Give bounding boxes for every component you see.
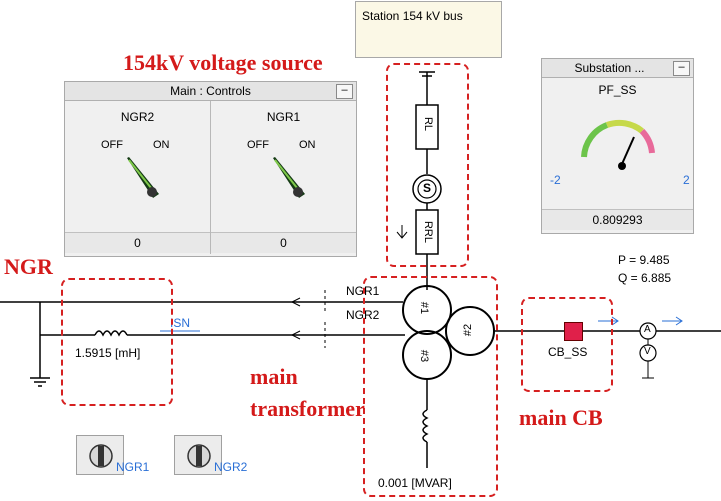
main-cb-annotation: main CB (519, 405, 603, 430)
line-ngr2-label: NGR2 (346, 308, 380, 322)
meter-scale-max: 2 (683, 173, 690, 187)
transformer-annotation-line2: transformer (250, 396, 365, 421)
switch-ngr2-on-label: ON (153, 139, 170, 151)
transformer-box (363, 276, 498, 497)
transformer-annotation-line1: main (250, 364, 298, 389)
switch-ngr1-title: NGR1 (266, 110, 301, 124)
ngr2-switch-button[interactable] (174, 435, 222, 475)
switch-ngr1-knob-icon[interactable] (261, 154, 311, 204)
controls-panel-title: Main : Controls (65, 82, 356, 101)
main-cb-box (521, 297, 613, 392)
ngr2-switch-label: NGR2 (214, 460, 248, 474)
meter-name: PF_SS (598, 83, 637, 97)
ammeter-label: A (644, 324, 651, 335)
switch-ngr1-value: 0 (211, 232, 356, 253)
switch-ngr2-title: NGR2 (120, 110, 155, 124)
isn-label: ISN (170, 316, 191, 330)
meter-panel: Substation ... – PF_SS -2 2 0.809293 (541, 58, 694, 234)
power-p-readout: P = 9.485 (618, 253, 670, 267)
switch-knob-icon (187, 444, 211, 468)
ngr1-switch-button[interactable] (76, 435, 124, 475)
bus-tooltip-text: Station 154 kV bus (362, 9, 463, 23)
switch-ngr2-off-label: OFF (101, 139, 123, 151)
switch-knob-icon (89, 444, 113, 468)
meter-minimize-button[interactable]: – (673, 61, 690, 76)
switch-ngr1-off-label: OFF (247, 139, 269, 151)
voltmeter-label: V (644, 346, 651, 357)
meter-scale-min: -2 (550, 173, 561, 187)
voltage-source-annotation: 154kV voltage source (123, 50, 323, 75)
switch-ngr2-value: 0 (65, 232, 210, 253)
controls-panel: Main : Controls – NGR2 OFF ON 0 NGR1 OFF… (64, 81, 357, 257)
breaker-label: CB_SS (548, 345, 588, 359)
inductor-value-label: 1.5915 [mH] (75, 346, 141, 360)
ngr-box (61, 278, 173, 406)
voltage-source-box (386, 63, 469, 267)
breaker-cb-ss[interactable] (564, 322, 583, 341)
meter-panel-title: Substation ... (542, 59, 693, 78)
power-q-readout: Q = 6.885 (618, 271, 672, 285)
ngr1-switch-label: NGR1 (116, 460, 150, 474)
reactor-value-label: 0.001 [MVAR] (378, 476, 452, 490)
switch-ngr2-knob-icon[interactable] (115, 154, 165, 204)
bus-tooltip: Station 154 kV bus (355, 1, 502, 58)
pf-gauge-icon (581, 119, 655, 170)
controls-minimize-button[interactable]: – (336, 84, 353, 99)
line-ngr1-label: NGR1 (346, 284, 380, 298)
controls-divider (210, 101, 211, 254)
meter-value: 0.809293 (542, 209, 693, 230)
ngr-annotation: NGR (4, 254, 53, 279)
source-symbol-label: S (423, 181, 432, 195)
switch-ngr1-on-label: ON (299, 139, 316, 151)
